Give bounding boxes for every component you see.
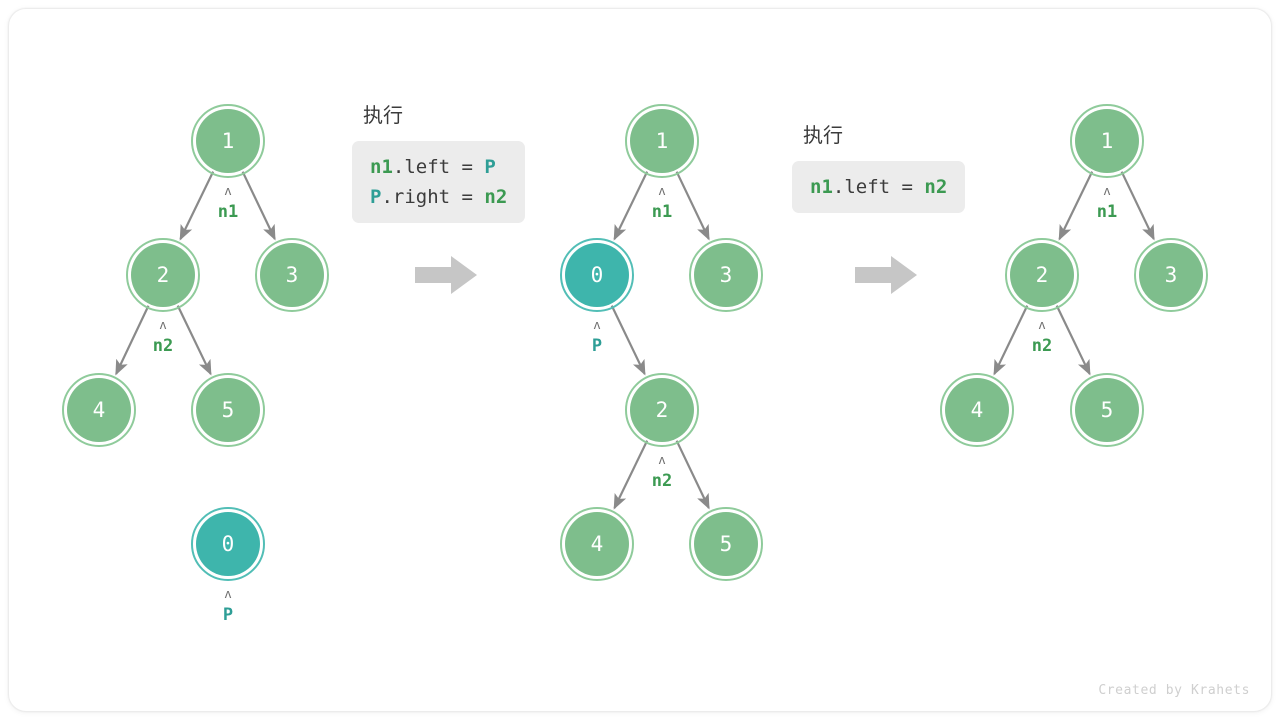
code-token: .left = xyxy=(832,176,925,198)
node-value: 0 xyxy=(221,531,235,556)
pointer-name: n2 xyxy=(152,336,174,356)
tree-node-2[interactable]: 2 xyxy=(1005,238,1079,312)
tree-node-5[interactable]: 5 xyxy=(1070,373,1144,447)
pointer-name: n2 xyxy=(1031,336,1053,356)
code-token: n2 xyxy=(924,176,948,198)
pointer-name: P xyxy=(222,605,234,625)
code-block-2: n1.left = n2 xyxy=(792,161,966,213)
tree-node-3[interactable]: 3 xyxy=(1134,238,1208,312)
node-value: 2 xyxy=(1035,262,1049,287)
caret-icon: ʌ xyxy=(224,586,232,601)
caret-icon: ʌ xyxy=(658,452,666,467)
pointer-name: n1 xyxy=(1096,202,1118,222)
node-value: 5 xyxy=(1100,397,1114,422)
tree-node-5[interactable]: 5 xyxy=(689,507,763,581)
node-ring xyxy=(62,373,136,447)
pointer-label-n2: ʌ n2 xyxy=(1002,317,1082,356)
code-token: P xyxy=(370,186,382,208)
step-caption-1: 执行 xyxy=(363,103,403,127)
node-ring xyxy=(1070,373,1144,447)
node-ring xyxy=(560,507,634,581)
tree-node-1[interactable]: 1 xyxy=(1070,104,1144,178)
node-value: 4 xyxy=(590,531,604,556)
node-value: 4 xyxy=(92,397,106,422)
pointer-label-n2: ʌ n2 xyxy=(622,452,702,491)
tree-node-0[interactable]: 0 xyxy=(560,238,634,312)
pointer-name: n2 xyxy=(651,471,673,491)
code-line: P.right = n2 xyxy=(370,182,507,212)
node-ring xyxy=(625,373,699,447)
tree-node-3[interactable]: 3 xyxy=(689,238,763,312)
code-token: n1 xyxy=(810,176,833,198)
code-line: n1.left = n2 xyxy=(810,172,947,202)
node-value: 3 xyxy=(719,262,733,287)
node-value: 4 xyxy=(970,397,984,422)
caret-icon: ʌ xyxy=(159,317,167,332)
node-ring xyxy=(940,373,1014,447)
node-value: 2 xyxy=(655,397,669,422)
caret-icon: ʌ xyxy=(1103,183,1111,198)
node-ring xyxy=(1005,238,1079,312)
node-ring xyxy=(1134,238,1208,312)
code-token: .right = xyxy=(381,186,485,208)
step-caption-2: 执行 xyxy=(803,123,843,147)
node-ring xyxy=(255,238,329,312)
code-token: n2 xyxy=(484,186,508,208)
node-ring xyxy=(191,373,265,447)
code-line: n1.left = P xyxy=(370,152,507,182)
node-ring xyxy=(191,104,265,178)
node-ring xyxy=(1070,104,1144,178)
node-value: 3 xyxy=(285,262,299,287)
tree-node-1[interactable]: 1 xyxy=(191,104,265,178)
code-token: .left = xyxy=(392,156,485,178)
tree-node-4[interactable]: 4 xyxy=(940,373,1014,447)
tree-node-5[interactable]: 5 xyxy=(191,373,265,447)
caret-icon: ʌ xyxy=(593,317,601,332)
node-ring xyxy=(689,238,763,312)
node-ring xyxy=(689,507,763,581)
node-value: 0 xyxy=(590,262,604,287)
tree-node-4[interactable]: 4 xyxy=(560,507,634,581)
node-value: 1 xyxy=(1100,128,1114,153)
credit-footer: Created by Krahets xyxy=(1098,683,1250,698)
pointer-label-n1: ʌ n1 xyxy=(622,183,702,222)
caret-icon: ʌ xyxy=(658,183,666,198)
node-ring xyxy=(191,507,265,581)
node-value: 5 xyxy=(719,531,733,556)
pointer-name: n1 xyxy=(651,202,673,222)
node-value: 3 xyxy=(1164,262,1178,287)
code-token: P xyxy=(484,156,496,178)
pointer-label-n1: ʌ n1 xyxy=(188,183,268,222)
tree-node-4[interactable]: 4 xyxy=(62,373,136,447)
pointer-label-n1: ʌ n1 xyxy=(1067,183,1147,222)
node-ring xyxy=(560,238,634,312)
pointer-name: n1 xyxy=(217,202,239,222)
tree-node-1[interactable]: 1 xyxy=(625,104,699,178)
tree-node-2[interactable]: 2 xyxy=(126,238,200,312)
code-token: n1 xyxy=(370,156,393,178)
node-value: 1 xyxy=(655,128,669,153)
node-value: 1 xyxy=(221,128,235,153)
pointer-name: P xyxy=(591,336,603,356)
caret-icon: ʌ xyxy=(224,183,232,198)
caret-icon: ʌ xyxy=(1038,317,1046,332)
node-ring xyxy=(625,104,699,178)
tree-node-0[interactable]: 0 xyxy=(191,507,265,581)
tree-node-2[interactable]: 2 xyxy=(625,373,699,447)
tree-node-3[interactable]: 3 xyxy=(255,238,329,312)
node-ring xyxy=(126,238,200,312)
pointer-label-n2: ʌ n2 xyxy=(123,317,203,356)
node-value: 5 xyxy=(221,397,235,422)
node-value: 2 xyxy=(156,262,170,287)
